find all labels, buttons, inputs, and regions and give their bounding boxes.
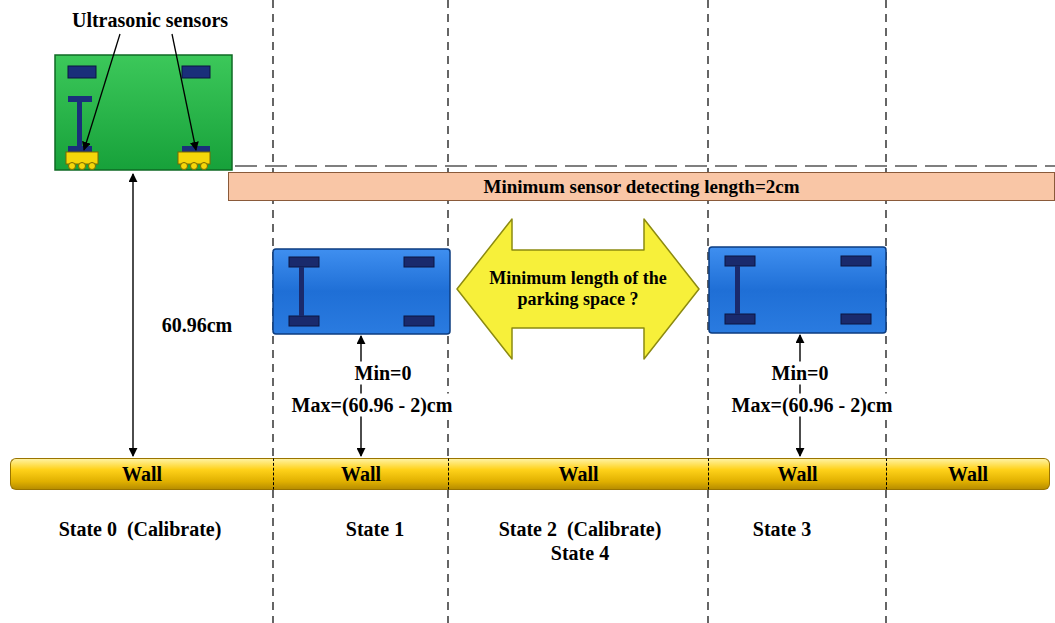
parking-length-arrow: Minimum length of the parking space ?: [456, 218, 700, 360]
state-divider: [273, 0, 886, 623]
node-text: Minimum length of the parking space ?: [478, 268, 678, 309]
wall-label: Wall: [558, 463, 598, 486]
dimension-label: Max=(60.96 - 2)cm: [290, 394, 455, 417]
wall-label: Wall: [948, 463, 988, 486]
double-arrow-outline: [457, 219, 699, 359]
wall-segment: Wall: [886, 458, 1050, 490]
wall-segment: Wall: [273, 458, 448, 490]
state-label: State 3: [751, 518, 813, 541]
dimension-label: Min=0: [770, 362, 831, 385]
node-text: Minimum sensor detecting length=2cm: [483, 176, 799, 198]
state-label: State 0 (Calibrate): [57, 518, 224, 541]
wall-segment: Wall: [10, 458, 273, 490]
wall-label: Wall: [341, 463, 381, 486]
callout-label: Ultrasonic sensors: [70, 9, 230, 32]
wall-label: Wall: [122, 463, 162, 486]
sensor-path-line: [235, 165, 1055, 166]
state-label: State 2 (Calibrate): [497, 518, 664, 541]
parked-car: [273, 249, 450, 334]
wall-segment: Wall: [708, 458, 886, 490]
leader-arrow: [84, 34, 196, 150]
dimension-label: Max=(60.96 - 2)cm: [730, 394, 895, 417]
dimension-label: Min=0: [353, 362, 414, 385]
parked-car: [709, 247, 886, 333]
state-label: State 4: [549, 542, 611, 565]
wall-label: Wall: [777, 463, 817, 486]
sensor-car: [55, 55, 232, 170]
dimension-label: 60.96cm: [160, 314, 235, 337]
wall-segment: Wall: [448, 458, 708, 490]
dimension-arrow: [133, 174, 800, 456]
detection-band: Minimum sensor detecting length=2cm: [228, 172, 1055, 201]
state-label: State 1: [344, 518, 406, 541]
